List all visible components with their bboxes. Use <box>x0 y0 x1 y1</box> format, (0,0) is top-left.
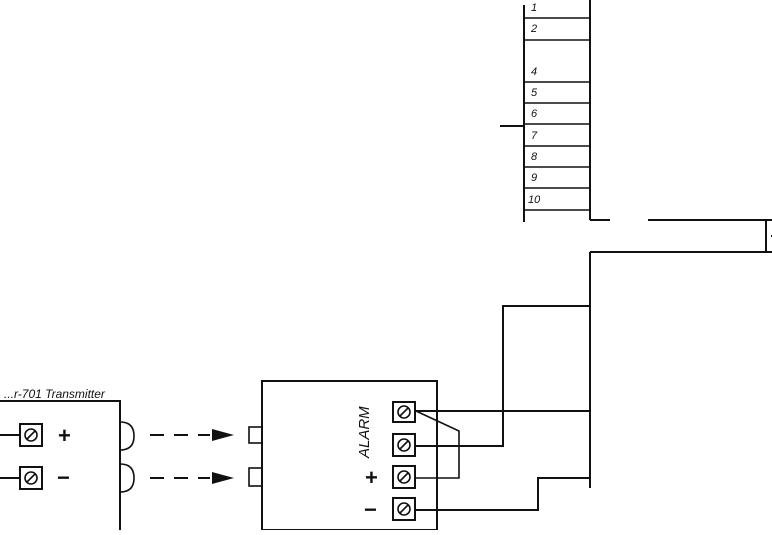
right-wire-bundle <box>589 219 772 488</box>
screw-terminal-icon <box>19 423 43 447</box>
terminal-number: 5 <box>531 87 538 99</box>
transmitter-lug <box>119 463 135 493</box>
terminal-number: 1 <box>531 2 537 14</box>
transmitter-minus-sign: − <box>57 465 70 490</box>
screw-terminal-icon <box>392 497 416 521</box>
screw-terminal-icon <box>392 401 416 423</box>
alarm-minus-sign: − <box>364 497 377 522</box>
arrow-right-icon <box>212 429 234 441</box>
alarm-unit-connector <box>248 467 263 487</box>
terminal-number: 10 <box>528 194 541 206</box>
transmitter-enclosure <box>0 400 121 530</box>
terminal-number: 6 <box>531 108 538 120</box>
alarm-wiring <box>415 305 590 511</box>
terminal-number: 8 <box>531 151 538 163</box>
screw-terminal-icon <box>392 433 416 457</box>
transmitter-plus-sign: + <box>58 423 71 448</box>
arrow-right-icon <box>212 472 234 484</box>
alarm-unit: ALARM + − <box>248 380 438 531</box>
wire <box>416 305 590 447</box>
alarm-label: ALARM <box>356 406 373 459</box>
terminal-number: 7 <box>531 130 538 142</box>
transmitter-unit: ...r-701 Transmitter + − <box>0 387 135 530</box>
alarm-plus-sign: + <box>365 465 378 490</box>
terminal-number: 9 <box>531 172 537 184</box>
wire <box>416 477 590 511</box>
alarm-unit-connector <box>248 426 263 444</box>
signal-arrows <box>150 429 234 484</box>
screw-terminal-icon <box>392 465 416 489</box>
terminal-number: 2 <box>530 23 537 35</box>
terminal-number: 4 <box>531 66 537 78</box>
transmitter-label: ...r-701 Transmitter <box>4 387 106 401</box>
transmitter-lug <box>119 421 135 451</box>
terminal-strip: 1 2 4 5 6 7 8 9 10 <box>500 0 591 222</box>
screw-terminal-icon <box>19 466 43 490</box>
